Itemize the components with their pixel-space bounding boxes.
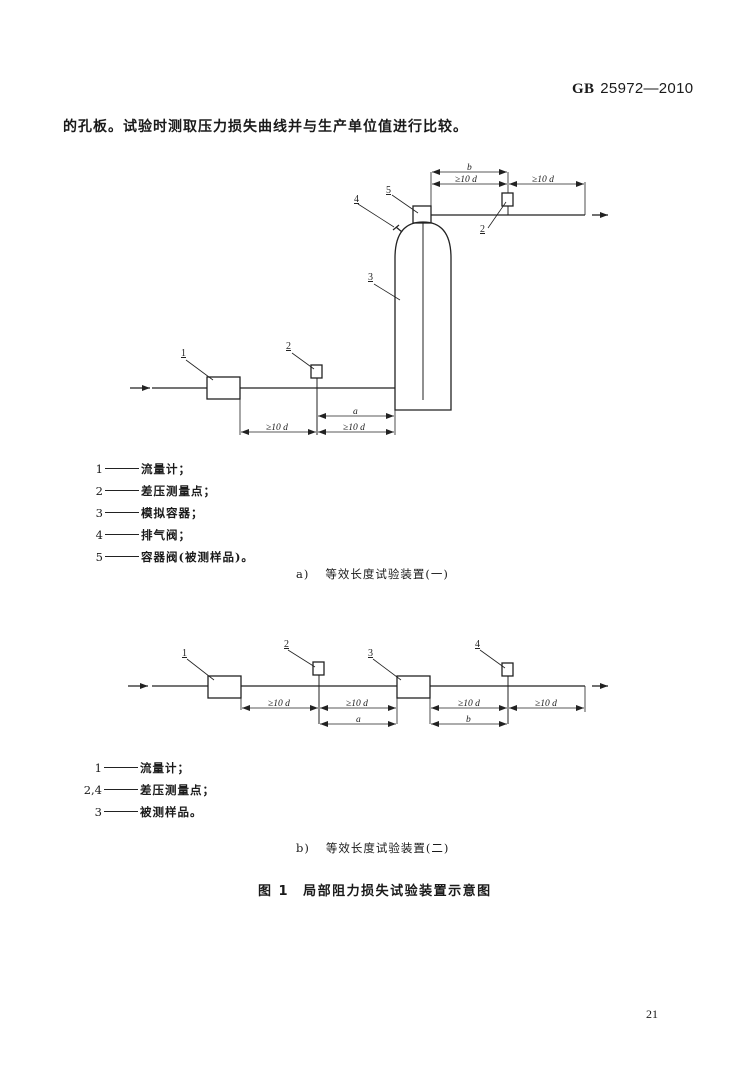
dim-ge10d: ≥10 d	[458, 699, 480, 709]
dim-ge10d: ≥10 d	[532, 175, 554, 185]
label-flowmeter: 1	[181, 348, 186, 359]
dim-ge10d: ≥10 d	[266, 423, 288, 433]
container-valve-box	[412, 205, 432, 224]
pressure-point-box	[501, 662, 514, 677]
standard-number: 25972—2010	[600, 80, 694, 97]
test-sample-box	[396, 675, 431, 699]
body-paragraph: 的孔板。试验时测取压力损失曲线并与生产单位值进行比较。	[63, 119, 468, 135]
flowmeter-box	[207, 675, 242, 699]
standard-header: GB 25972—2010	[572, 80, 693, 98]
label-container-valve: 5	[386, 185, 391, 196]
diagram-b: 1 2 3 4 ≥10 d ≥10 d a ≥10 d ≥10 d b	[128, 639, 608, 727]
label-pressure-point-top: 2	[480, 224, 485, 235]
dim-ge10d: ≥10 d	[268, 699, 290, 709]
caption-a: a)等效长度试验装置(一)	[296, 567, 449, 581]
pressure-point-box	[310, 364, 323, 379]
dim-b: b	[467, 163, 472, 173]
caption-b: b)等效长度试验装置(二)	[296, 841, 450, 855]
label-exhaust-valve: 4	[354, 194, 359, 205]
label-pressure-point: 2	[284, 639, 289, 650]
label-flowmeter: 1	[182, 648, 187, 659]
pressure-point-box	[312, 661, 325, 676]
dim-ge10d: ≥10 d	[346, 699, 368, 709]
diagram-a: 1 2 3 4 5 2 ≥10 d ≥10 d a b ≥10 d ≥10 d	[130, 163, 608, 435]
label-pressure-point: 2	[286, 341, 291, 352]
exhaust-valve-icon	[392, 224, 403, 233]
dim-ge10d: ≥10 d	[535, 699, 557, 709]
dim-a: a	[353, 407, 358, 417]
flowmeter-box	[206, 376, 241, 400]
dim-ge10d: ≥10 d	[455, 175, 477, 185]
dim-b: b	[466, 715, 471, 725]
label-test-sample: 3	[368, 648, 373, 659]
label-pressure-point-2: 4	[475, 639, 480, 650]
standard-prefix: GB	[572, 81, 595, 97]
page-number: 21	[646, 1007, 658, 1021]
label-vessel: 3	[368, 272, 373, 283]
dim-a: a	[356, 715, 361, 725]
dim-ge10d: ≥10 d	[343, 423, 365, 433]
pressure-point-box	[501, 192, 514, 207]
